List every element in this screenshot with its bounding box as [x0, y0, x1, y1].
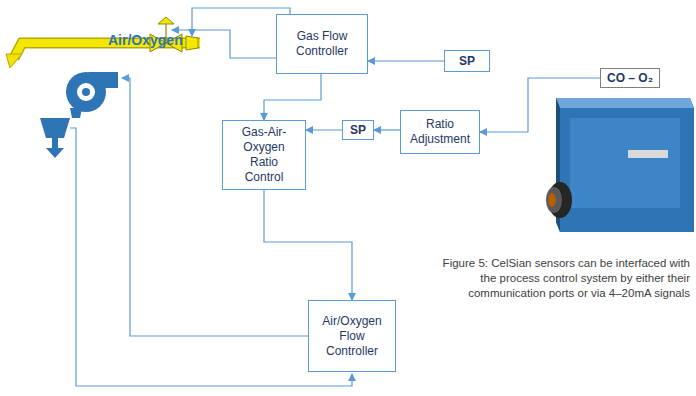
box-text: SP	[459, 54, 475, 69]
signal-line	[122, 78, 310, 336]
signal-connector	[264, 74, 321, 120]
signal-connector	[480, 78, 600, 132]
blower	[40, 72, 118, 158]
box-text: Ratio Adjustment	[407, 117, 473, 147]
controller-box: Gas Flow Controller	[276, 14, 368, 74]
signal-connector	[306, 129, 342, 130]
ratio-control-box: Gas-Air-Oxygen Ratio Control	[222, 120, 306, 190]
figure-caption: Figure 5: CelSian sensors can be interfa…	[430, 256, 690, 301]
setpoint-box: SP	[342, 120, 374, 140]
box-text: Gas Flow Controller	[283, 29, 361, 59]
box-text: Air/Oxygen Flow Controller	[315, 314, 389, 359]
flow-label: Air/Oxygen	[108, 32, 183, 48]
ratio-adjustment-box: Ratio Adjustment	[400, 110, 480, 154]
signal-connector	[368, 60, 444, 61]
box-text: Gas-Air-Oxygen Ratio Control	[229, 125, 299, 185]
box-text: CO – O₂	[607, 71, 653, 86]
sensor-label-box: CO – O₂	[600, 68, 660, 88]
co-o2-sensor	[546, 98, 694, 232]
box-text: SP	[350, 123, 366, 138]
signal-connector	[374, 129, 400, 130]
controller-box: Air/Oxygen Flow Controller	[308, 300, 396, 372]
signal-line	[172, 30, 276, 58]
setpoint-box: SP	[444, 50, 490, 72]
signal-connector	[264, 190, 352, 300]
